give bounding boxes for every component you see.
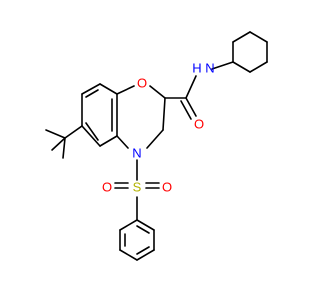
atom-symbol: O bbox=[162, 180, 172, 195]
atom-s-sulfonyl: S bbox=[133, 180, 142, 195]
tert-butyl-group bbox=[45, 125, 83, 159]
atom-o-carbonyl: O bbox=[194, 117, 204, 132]
amide-linkage bbox=[164, 61, 234, 120]
atom-n-amide: N H bbox=[192, 61, 214, 76]
atom-o-sulfonyl-right: O bbox=[162, 180, 172, 195]
atom-symbol: N bbox=[132, 146, 141, 161]
atom-symbol: N bbox=[205, 61, 214, 76]
atom-o-ring: O bbox=[137, 76, 147, 91]
molecule-structure: O N H O N S O O bbox=[45, 31, 268, 261]
atom-symbol: S bbox=[133, 180, 142, 195]
atom-symbol: O bbox=[194, 117, 204, 132]
oxazine-ring bbox=[116, 85, 166, 149]
cyclohexyl-ring bbox=[232, 31, 268, 73]
atom-symbol: O bbox=[102, 180, 112, 195]
sulfonyl-group bbox=[114, 159, 160, 221]
atom-symbol: O bbox=[137, 76, 147, 91]
benzo-ring bbox=[81, 83, 118, 147]
atom-n-ring: N bbox=[132, 146, 141, 161]
atom-o-sulfonyl-left: O bbox=[102, 180, 112, 195]
phenyl-ring bbox=[119, 219, 155, 261]
atom-hydrogen: H bbox=[192, 61, 201, 76]
